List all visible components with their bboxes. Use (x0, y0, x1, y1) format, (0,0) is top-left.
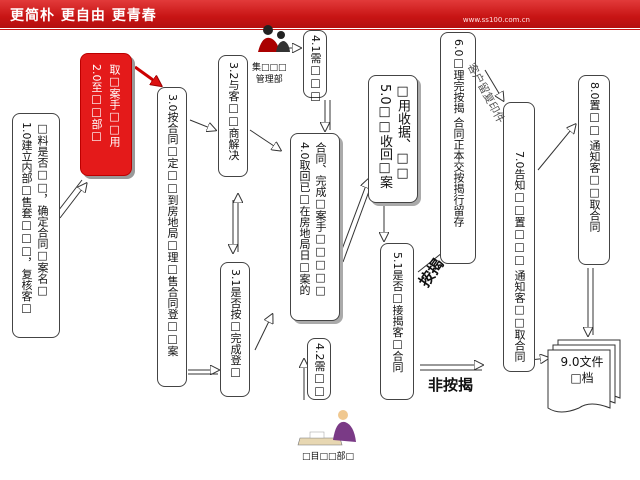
step-3-1-box: 3.1是否按□完成登□ (220, 262, 250, 397)
step-2-box: 2.0至□□部□ 取□案手□□用 (80, 53, 132, 176)
step-4-2-box: 4.2需□□ (307, 338, 331, 400)
arrow-3-to-3-2 (189, 119, 215, 130)
arrow-7-to-8 (537, 125, 575, 171)
header-banner: 更简朴 更自由 更青春 www.ss100.com.cn (0, 0, 640, 28)
arrow-6-to-7 (484, 69, 503, 100)
step-3-box: 3.0按合同□定□□到房地局□理□售合同登□□案 (157, 87, 187, 387)
step-5-box: 5.0□□收回□案 □用收据、□□ (368, 75, 418, 203)
step-8-text: 8.0置□□ 通知客□□取合同 (588, 82, 601, 232)
arrow-4-to-5 (337, 180, 368, 261)
step-1-line-2: □料是否□□，确定合同□案名□ (36, 122, 49, 297)
banner-divider (0, 29, 640, 30)
banner-url: www.ss100.com.cn (462, 16, 530, 24)
clerk-at-desk-icon (297, 410, 356, 446)
document-stack-icon (547, 339, 621, 413)
manager-figure-icon (258, 25, 290, 52)
step-7-text: 7.0告知□□置□□□ 通知客□□取合同 (513, 151, 526, 362)
step-1-line-1: 1.0建立内部□售套□□□，复核客□ (20, 122, 33, 315)
step-4-2-text: 4.2需□□ (313, 343, 326, 398)
step-5-1-box: 5.1是否□接揭客□合同 (380, 243, 414, 400)
arrow-2-to-3 (134, 65, 160, 85)
clerk-label: □目□□部□ (302, 452, 355, 462)
step-9-line-2: □档 (570, 371, 594, 385)
step-8-box: 8.0置□□ 通知客□□取合同 (578, 75, 610, 265)
step-9-line-1: 9.0文件 (560, 355, 604, 369)
step-3-2-text: 3.2与客□□商解决 (227, 62, 240, 161)
step-4-box: 4.0取回已□在房地局日□案的 合同、完成□案手□□□□□ (290, 133, 340, 321)
step-4-1-text: 4.1需□□□ (309, 35, 322, 103)
step-5-line-2: □用收据、□□ (395, 84, 410, 181)
step-2-line-2: 取□案手□□用 (108, 64, 121, 147)
non-mortgage-label: 非按揭 (428, 376, 474, 394)
step-6-text: 6.0□理完按揭 合同正本交按揭行留存 (452, 39, 465, 227)
step-9-label: 9.0文件 □档 (553, 354, 611, 386)
step-4-1-box: 4.1需□□□ (303, 30, 327, 103)
step-5-1-text: 5.1是否□接揭客□合同 (391, 252, 404, 373)
arrow-3-2-to-4 (249, 129, 280, 150)
banner-slogan: 更简朴 更自由 更青春 (10, 8, 157, 24)
manager-label: 集□□□ 管理部 (252, 63, 287, 85)
step-3-2-box: 3.2与客□□商解决 (218, 55, 248, 177)
step-3-text: 3.0按合同□定□□到房地局□理□售合同登□□案 (166, 94, 179, 357)
step-2-line-1: 2.0至□□部□ (90, 64, 103, 143)
arrow-3-1-to-4 (254, 315, 272, 351)
step-5-line-1: 5.0□□收回□案 (377, 84, 392, 189)
step-3-1-text: 3.1是否按□完成登□ (229, 269, 242, 379)
step-4-line-1: 4.0取回已□在房地局日□案的 (298, 142, 311, 296)
step-7-box: 7.0告知□□置□□□ 通知客□□取合同 (503, 102, 535, 372)
step-6-box: 6.0□理完按揭 合同正本交按揭行留存 (440, 32, 476, 264)
step-1-box: 1.0建立内部□售套□□□，复核客□ □料是否□□，确定合同□案名□ (12, 113, 60, 338)
step-4-line-2: 合同、完成□案手□□□□□ (314, 142, 327, 297)
